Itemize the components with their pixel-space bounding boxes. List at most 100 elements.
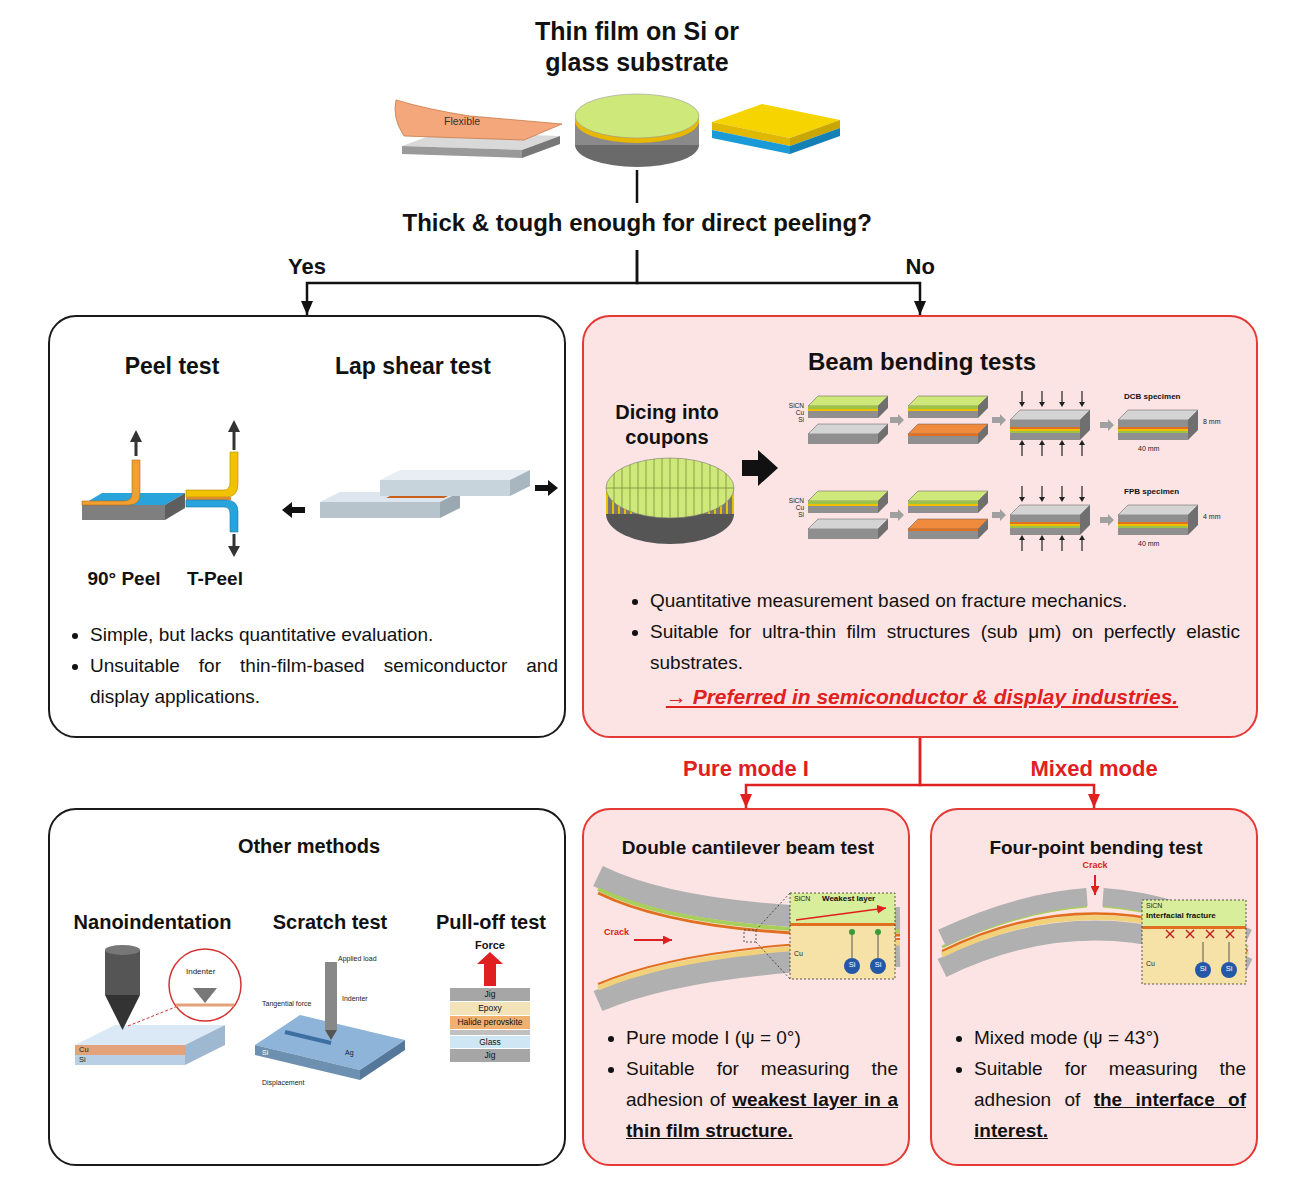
lap-shear-illustration-part xyxy=(380,470,530,480)
label-text: Pure mode I xyxy=(683,756,809,781)
figure-label: Si xyxy=(782,511,804,518)
peel-illustration-part xyxy=(135,440,138,456)
section-title: Four-point bending test xyxy=(932,836,1260,860)
specimen-steps-part xyxy=(1039,440,1045,456)
specimen-steps-part xyxy=(1039,535,1045,551)
figure-label: SiCN xyxy=(1146,902,1162,910)
fpb-illustration-part xyxy=(1142,900,1246,984)
specimen-steps-part xyxy=(1019,535,1025,551)
specimen-steps-part xyxy=(808,519,888,539)
section-title: Other methods xyxy=(50,834,568,859)
peel-illustration-part xyxy=(130,430,142,442)
text: T-Peel xyxy=(187,568,243,589)
heading-node: Thin film on Si or glass substrate xyxy=(367,10,907,170)
peel-illustration-part xyxy=(186,452,238,497)
fpb-illustration-part-part xyxy=(1186,930,1194,938)
specimen-steps-part xyxy=(1019,486,1025,502)
wafer-dicing-part-part xyxy=(662,450,663,530)
text: Thick & tough enough for direct peeling? xyxy=(403,209,872,236)
dcb-illustration-part xyxy=(878,934,879,958)
wafer-dicing-part-part xyxy=(686,450,687,530)
specimen-steps-part xyxy=(992,509,1006,521)
dcb-illustration-part xyxy=(790,926,895,979)
dcb-illustration-part xyxy=(744,930,756,942)
scratch-illustration-part xyxy=(285,1032,331,1043)
nanoindentation-illustration-part xyxy=(105,945,140,955)
label-text: Tangential force xyxy=(262,1000,311,1007)
bullet-item: Simple, but lacks quantitative evaluatio… xyxy=(90,619,558,650)
fpb-illustration-part-part xyxy=(1186,930,1194,938)
text: Other methods xyxy=(238,835,380,857)
heading-text: Thin film on Si or glass substrate xyxy=(517,16,757,79)
specimen-steps-part xyxy=(1059,391,1065,407)
figure-label: 4 mm xyxy=(1203,513,1221,521)
figure-label: Flexible xyxy=(444,116,480,128)
dcb-illustration-part xyxy=(796,908,886,920)
figure-caption: 90° Peel xyxy=(74,567,174,591)
box-fill-part xyxy=(582,315,1258,738)
pull-off-illustration-part xyxy=(450,1002,530,1015)
dcb-illustration-part xyxy=(790,923,895,926)
substrate-samples-part xyxy=(712,130,790,154)
specimen-steps-part xyxy=(1010,505,1090,535)
label-text: Si xyxy=(1200,964,1207,973)
figure-label: SiCN xyxy=(782,497,804,504)
fpb-illustration-part xyxy=(1195,962,1211,978)
figure-label: 40 mm xyxy=(1138,445,1159,453)
specimen-steps-part xyxy=(1059,535,1065,551)
substrate-samples-part xyxy=(522,136,560,158)
specimen-steps-part xyxy=(1118,410,1198,440)
substrate-samples-part xyxy=(790,128,840,154)
text: Pull-off test xyxy=(436,911,546,933)
figure-label: Cu xyxy=(79,1046,89,1054)
section-title: Double cantilever beam test xyxy=(584,836,912,860)
text: Peel test xyxy=(125,353,220,379)
label-text: Jig xyxy=(485,989,496,999)
connector-label: Pure mode I xyxy=(680,756,812,781)
scratch-illustration-part xyxy=(255,1045,360,1080)
bullet-item: Pure mode I (ψ = 0°) xyxy=(626,1022,898,1053)
connector-label: No xyxy=(903,254,938,279)
method-box: Other methodsNanoindentationScratch test… xyxy=(48,808,566,1166)
fpb-illustration-part xyxy=(1142,900,1246,926)
specimen-steps-part xyxy=(1039,391,1045,407)
label-text: Cu xyxy=(796,409,804,416)
figure-label: Cu xyxy=(794,950,803,958)
section-title: Peel test xyxy=(72,352,272,381)
dcb-illustration-part xyxy=(849,929,855,935)
nanoindentation-illustration-part xyxy=(75,1055,185,1065)
peel-illustration-part xyxy=(82,460,140,505)
scratch-illustration-part xyxy=(325,962,337,1030)
wafer-dicing-part-part xyxy=(630,450,631,530)
figure-label: Si xyxy=(782,416,804,423)
specimen-steps-part xyxy=(890,414,904,426)
dcb-illustration-part xyxy=(790,893,895,979)
method-caption: Scratch test xyxy=(255,910,405,935)
label-text: Cu xyxy=(1146,960,1155,967)
specimen-steps-part xyxy=(1059,486,1065,502)
label-text: 4 mm xyxy=(1203,513,1221,520)
specimen-steps-part xyxy=(1059,440,1065,456)
text: Quantitative measurement based on fractu… xyxy=(650,590,1127,611)
label-text: Si xyxy=(849,960,856,969)
figure-label: 8 mm xyxy=(1203,418,1221,426)
figure-label: Interfacial fracture xyxy=(1146,912,1216,921)
label-text: SiCN xyxy=(789,402,804,409)
specimen-steps-part xyxy=(908,519,988,539)
scratch-illustration xyxy=(255,962,405,1080)
label-text: Si xyxy=(79,1055,86,1064)
dcb-illustration-part xyxy=(870,958,886,974)
figure-label: Cu xyxy=(782,409,804,416)
figure-label: Jig xyxy=(450,1051,530,1060)
label-text: Indenter xyxy=(342,995,368,1002)
figure-label: SiCN xyxy=(794,895,810,903)
label-text: Mixed mode xyxy=(1031,756,1158,781)
wafer-dicing-part-part xyxy=(600,488,740,489)
pull-off-illustration-part xyxy=(450,988,530,1001)
label-text: FPB specimen xyxy=(1124,487,1179,496)
wafer-dicing-part-part xyxy=(702,450,703,530)
figure-label: Epoxy xyxy=(450,1004,530,1013)
specimen-steps-part xyxy=(1019,391,1025,407)
dcb-illustration xyxy=(598,876,900,1001)
